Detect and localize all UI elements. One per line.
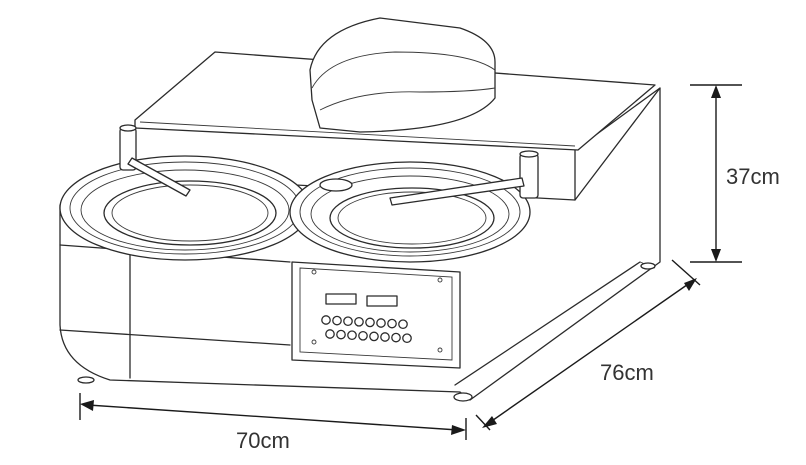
depth-arrow-right	[684, 278, 697, 291]
panel-button	[398, 319, 408, 330]
center-cap	[319, 178, 353, 192]
panel-button	[380, 332, 390, 342]
width-arrow-right	[451, 425, 466, 435]
depth-dimension-line	[485, 279, 695, 426]
left-nozzle-post	[119, 124, 191, 197]
panel-button	[336, 329, 346, 340]
panel-button	[354, 316, 364, 327]
panel-button	[376, 318, 386, 328]
panel-button	[402, 333, 412, 344]
depth-arrow-left	[482, 416, 497, 428]
panel-button	[387, 318, 397, 329]
right-polishing-bowl	[289, 161, 531, 263]
panel-button	[321, 315, 331, 325]
depth-label: 76cm	[600, 360, 654, 385]
top-hood	[309, 17, 496, 133]
panel-button	[365, 317, 375, 328]
right-nozzle-post	[389, 150, 539, 206]
depth-dimension	[475, 259, 701, 431]
width-label: 70cm	[236, 428, 290, 453]
panel-button	[343, 316, 353, 327]
width-dimension-line	[87, 404, 459, 431]
control-buttons	[321, 315, 412, 344]
panel-button	[358, 330, 368, 341]
height-dimension	[690, 84, 742, 263]
panel-button	[347, 330, 357, 341]
height-label: 37cm	[726, 164, 780, 189]
right-display	[366, 295, 398, 307]
control-panel	[291, 261, 461, 369]
panel-button	[325, 329, 335, 339]
left-display	[325, 293, 357, 305]
height-arrow-top	[711, 85, 721, 98]
height-arrow-bottom	[711, 249, 721, 262]
panel-button	[332, 315, 342, 326]
panel-button	[369, 331, 379, 342]
left-polishing-bowl	[59, 155, 311, 261]
panel-button	[391, 332, 401, 343]
width-dimension	[79, 393, 467, 440]
width-arrow-left	[80, 400, 94, 411]
